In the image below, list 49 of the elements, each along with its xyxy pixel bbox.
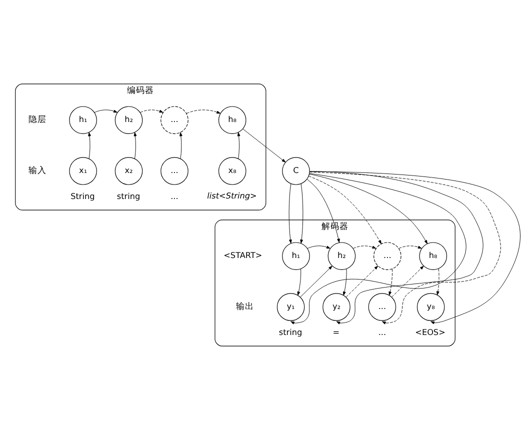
arrow xyxy=(300,266,332,298)
arrow xyxy=(242,128,286,162)
arrow xyxy=(388,268,392,296)
arrow xyxy=(306,178,340,243)
node-circle: x₂ xyxy=(114,157,143,185)
node-label: String xyxy=(70,191,95,202)
arrow xyxy=(308,176,382,244)
node-label: ... xyxy=(378,327,386,338)
node-circle: h₈ xyxy=(218,106,246,134)
node-circle: y₈ xyxy=(416,293,445,321)
arrow xyxy=(352,246,376,249)
arrow xyxy=(290,173,466,324)
arrow xyxy=(436,268,440,296)
node-circle: x₈ xyxy=(218,157,246,185)
node-circle: ... xyxy=(160,106,188,134)
arrow xyxy=(309,174,428,244)
arrow xyxy=(180,132,182,159)
node-circle: ... xyxy=(368,293,396,321)
node-label: <START> xyxy=(224,250,262,260)
arrow xyxy=(237,132,240,159)
node-circle: h₁ xyxy=(69,106,97,134)
arrow xyxy=(398,246,422,249)
arrow xyxy=(392,266,424,298)
label: 输入 xyxy=(28,166,46,176)
arrow xyxy=(186,110,221,114)
label: 输出 xyxy=(236,302,254,312)
arrow xyxy=(300,184,304,244)
node-circle: ... xyxy=(160,157,188,185)
node-label: list<String> xyxy=(207,190,257,201)
node-label: = xyxy=(332,327,340,338)
node-label: <EOS> xyxy=(415,327,446,338)
label: 隐层 xyxy=(28,115,46,126)
arrow xyxy=(307,246,330,249)
node-circle: y₁ xyxy=(276,293,305,321)
arrow xyxy=(346,266,378,298)
arrow xyxy=(140,110,164,113)
arrow xyxy=(88,132,91,159)
arrow xyxy=(94,110,118,113)
arrow xyxy=(134,132,137,159)
node-circle: x₁ xyxy=(69,157,97,185)
node-circle: y₂ xyxy=(322,293,350,321)
node-label: string xyxy=(116,191,140,202)
node-label: ... xyxy=(170,191,178,202)
node-circle: h₁ xyxy=(282,242,310,270)
node-label: string xyxy=(278,327,302,338)
arrow xyxy=(297,268,302,296)
arrow xyxy=(342,268,347,296)
arrow xyxy=(288,184,292,244)
node-circle: h₂ xyxy=(114,106,143,134)
